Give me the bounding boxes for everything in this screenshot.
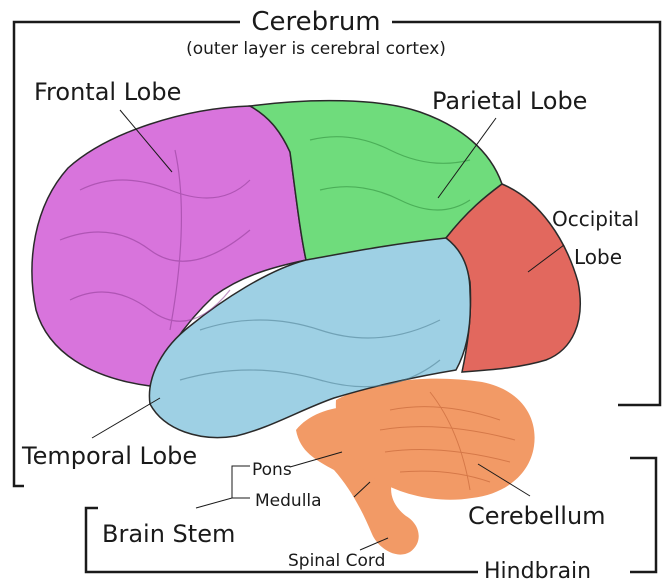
hindbrain-title: Hindbrain	[484, 559, 591, 580]
parietal-lobe-label: Parietal Lobe	[432, 87, 587, 115]
cerebellum-label: Cerebellum	[468, 502, 606, 530]
temporal-leader-line	[92, 398, 160, 438]
occipital-lobe-label-line2: Lobe	[574, 245, 622, 269]
brainstem-bracket-line	[196, 466, 250, 508]
temporal-lobe-label: Temporal Lobe	[21, 442, 197, 470]
brain-stem-label: Brain Stem	[102, 520, 235, 548]
cerebrum-title: Cerebrum	[251, 7, 380, 37]
frontal-lobe-label: Frontal Lobe	[34, 78, 181, 106]
cerebrum-subtitle: (outer layer is cerebral cortex)	[186, 39, 446, 59]
spinal-cord-label: Spinal Cord	[288, 551, 385, 571]
occipital-lobe-label-line1: Occipital	[552, 207, 639, 231]
medulla-label: Medulla	[255, 491, 322, 511]
pons-label: Pons	[252, 460, 292, 480]
